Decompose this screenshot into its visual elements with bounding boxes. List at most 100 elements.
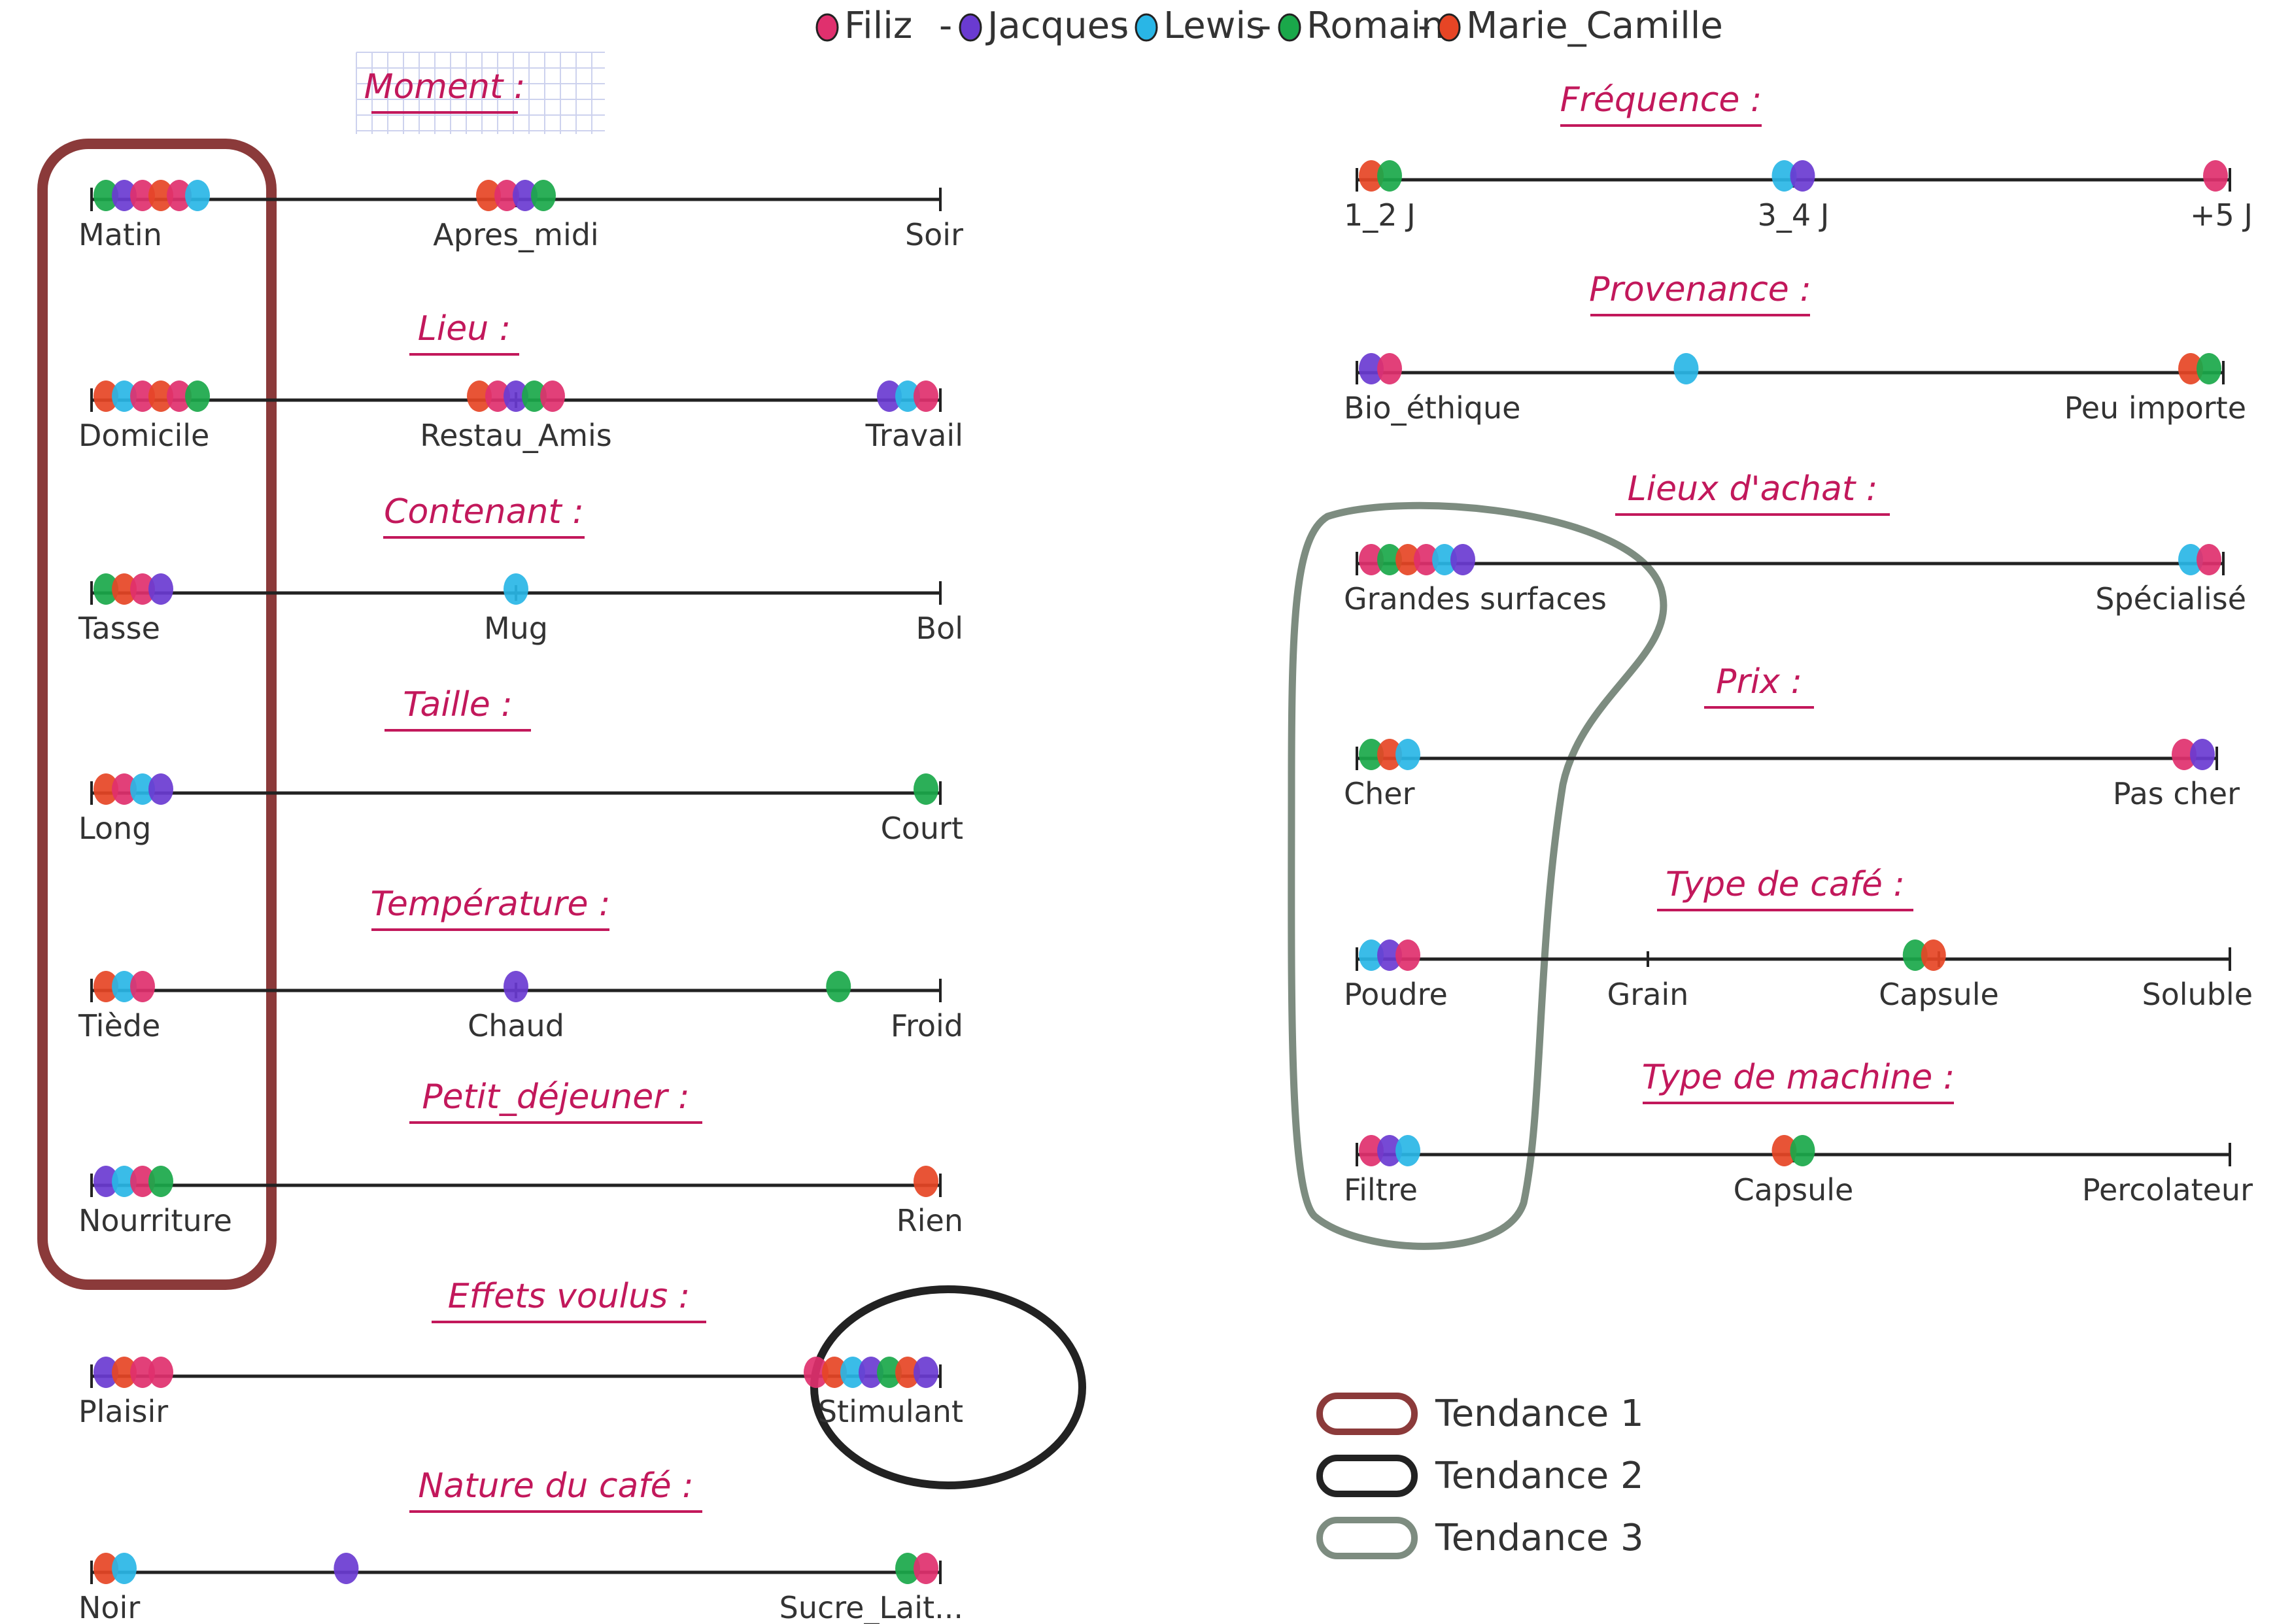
anchor-label-travail: Travail xyxy=(865,418,963,453)
dot-marie-camille xyxy=(112,1357,137,1388)
dot-jacques xyxy=(94,1166,118,1197)
legend-dot-jacques xyxy=(959,13,982,42)
dot-group xyxy=(1771,1135,1815,1166)
dot-romain xyxy=(1902,939,1928,971)
dot-filiz xyxy=(130,180,155,211)
dot-marie-camille xyxy=(148,180,173,211)
dot-group xyxy=(476,180,556,211)
dot-filiz xyxy=(494,180,519,211)
dot-marie-camille xyxy=(94,971,118,1002)
anchor-label-tiede: Tiède xyxy=(78,1008,160,1043)
dot-marie-camille xyxy=(1377,739,1402,770)
anchor-label-5-j: +5 J xyxy=(2190,197,2253,233)
scale-title: Petit_déjeuner : xyxy=(422,1077,689,1117)
scale-title: Type de machine : xyxy=(1642,1058,1955,1097)
legend-label-lewis: Lewis xyxy=(1163,5,1265,47)
anchor-label-restau-amis: Restau_Amis xyxy=(420,418,612,453)
people-legend: Filiz-Jacques-Lewis-Romain-Marie_Camille xyxy=(815,5,1723,47)
dot-lewis xyxy=(1359,939,1384,971)
dot-group xyxy=(895,1553,938,1584)
dot-jacques xyxy=(1790,160,1815,192)
scale-title: Prix : xyxy=(1716,662,1802,702)
anchor-label-bio-ethique: Bio_éthique xyxy=(1344,390,1520,426)
tendance-1-outline xyxy=(37,139,277,1290)
dot-group xyxy=(1673,353,1699,384)
dot-romain xyxy=(2197,353,2221,384)
legend-label-filiz: Filiz xyxy=(844,5,912,47)
anchor-label-percolateur: Percolateur xyxy=(2082,1172,2253,1208)
anchor-label-domicile: Domicile xyxy=(78,418,209,453)
dot-group xyxy=(94,1357,173,1388)
dot-romain xyxy=(185,381,210,412)
dot-filiz xyxy=(914,381,938,412)
anchor-label-soluble: Soluble xyxy=(2142,977,2253,1012)
scale-provenance: Provenance : Bio_éthique Peu importe xyxy=(1344,270,2246,426)
dot-lewis xyxy=(895,381,920,412)
dot-group xyxy=(804,1357,938,1388)
anchor-label-mug: Mug xyxy=(484,611,548,646)
dot-jacques xyxy=(2190,739,2215,770)
dot-group xyxy=(2203,160,2228,192)
dot-filiz xyxy=(130,1166,155,1197)
dot-marie-camille xyxy=(467,381,492,412)
dot-jacques xyxy=(1377,939,1402,971)
dot-filiz xyxy=(804,1357,829,1388)
dot-group xyxy=(2178,353,2221,384)
dot-filiz xyxy=(167,180,192,211)
dot-jacques xyxy=(334,1553,359,1584)
dot-filiz xyxy=(130,971,155,1002)
legend-dot-marie-camille xyxy=(1437,13,1461,42)
dot-lewis xyxy=(185,180,210,211)
tendance-legend-item-3: Tendance 3 xyxy=(1316,1517,1644,1559)
dot-marie-camille xyxy=(895,1357,920,1388)
tendance-swatch xyxy=(1316,1455,1418,1497)
tendance-3-outline xyxy=(1288,501,1668,1250)
dot-group xyxy=(334,1553,359,1584)
dot-group xyxy=(94,971,155,1002)
dot-filiz xyxy=(2203,160,2228,192)
tendance-swatch xyxy=(1316,1517,1418,1559)
dot-group xyxy=(1359,353,1402,384)
dot-group xyxy=(1359,160,1402,192)
dot-lewis xyxy=(504,573,528,605)
anchor-label-peu-importe: Peu importe xyxy=(2064,390,2246,426)
dot-group xyxy=(1359,1135,1420,1166)
dot-group xyxy=(1359,544,1475,575)
legend-label-romain: Romain xyxy=(1307,5,1445,47)
anchor-label-bol: Bol xyxy=(916,611,963,646)
anchor-label-soir: Soir xyxy=(905,217,963,252)
scale-title: Provenance : xyxy=(1589,270,1811,309)
anchor-label-stimulant: Stimulant xyxy=(818,1394,963,1429)
dot-marie-camille xyxy=(1359,160,1384,192)
dot-marie-camille xyxy=(94,773,118,805)
dot-romain xyxy=(148,1166,173,1197)
anchor-label-long: Long xyxy=(78,811,151,846)
dot-jacques xyxy=(94,1357,118,1388)
dot-filiz xyxy=(148,1357,173,1388)
dot-filiz xyxy=(1359,1135,1384,1166)
dot-filiz xyxy=(167,381,192,412)
dot-filiz xyxy=(2172,739,2197,770)
legend-dot-romain xyxy=(1278,13,1301,42)
dot-group xyxy=(94,1553,137,1584)
scale-title: Moment : xyxy=(364,67,526,107)
dot-jacques xyxy=(148,773,173,805)
dot-filiz xyxy=(130,1357,155,1388)
dot-lewis xyxy=(112,1166,137,1197)
dot-jacques xyxy=(504,381,528,412)
anchor-label-filtre: Filtre xyxy=(1344,1172,1418,1208)
anchor-label-poudre: Poudre xyxy=(1344,977,1448,1012)
legend-separator: - xyxy=(939,5,952,47)
dot-marie-camille xyxy=(2178,353,2203,384)
tendance-legend-item-1: Tendance 1 xyxy=(1316,1393,1644,1435)
dot-filiz xyxy=(1395,939,1420,971)
dot-filiz xyxy=(540,381,565,412)
dot-romain xyxy=(914,773,938,805)
scale-title: Lieu : xyxy=(418,309,511,348)
dot-jacques xyxy=(513,180,538,211)
dot-romain xyxy=(895,1553,920,1584)
dot-jacques xyxy=(914,1357,938,1388)
